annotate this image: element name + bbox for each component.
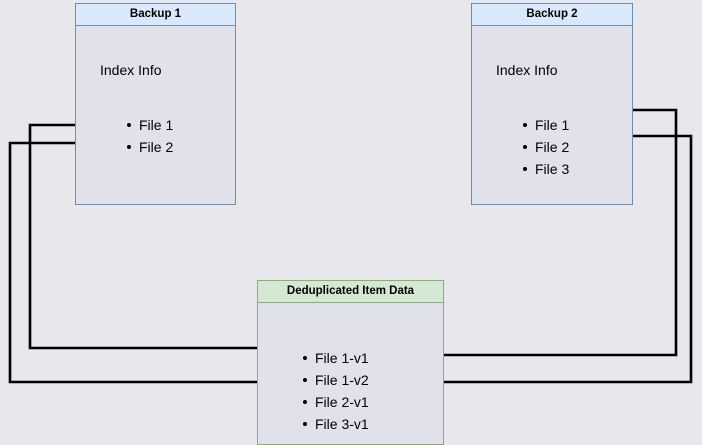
node-backup-1[interactable]: Backup 1 Index Info File 1 File 2 — [75, 3, 236, 205]
node-deduplicated-item-data[interactable]: Deduplicated Item Data File 1-v1 File 1-… — [257, 280, 444, 445]
list-item: File 1-v2 — [302, 369, 369, 391]
node-backup-2-header: Backup 2 — [472, 4, 632, 26]
list-item: File 2 — [126, 136, 173, 158]
list-item: File 3-v1 — [302, 413, 369, 435]
node-backup-1-index-label: Index Info — [100, 62, 162, 78]
node-backup-1-file-list: File 1 File 2 — [126, 114, 173, 158]
node-backup-2[interactable]: Backup 2 Index Info File 1 File 2 File 3 — [471, 3, 633, 205]
list-item: File 2 — [522, 136, 569, 158]
node-deduplicated-file-list: File 1-v1 File 1-v2 File 2-v1 File 3-v1 — [302, 347, 369, 435]
node-backup-2-file-list: File 1 File 2 File 3 — [522, 114, 569, 180]
list-item: File 2-v1 — [302, 391, 369, 413]
list-item: File 1 — [522, 114, 569, 136]
node-deduplicated-item-data-header: Deduplicated Item Data — [258, 281, 443, 303]
list-item: File 1 — [126, 114, 173, 136]
node-backup-2-index-label: Index Info — [496, 62, 558, 78]
node-backup-1-header: Backup 1 — [76, 4, 235, 26]
list-item: File 3 — [522, 158, 569, 180]
list-item: File 1-v1 — [302, 347, 369, 369]
